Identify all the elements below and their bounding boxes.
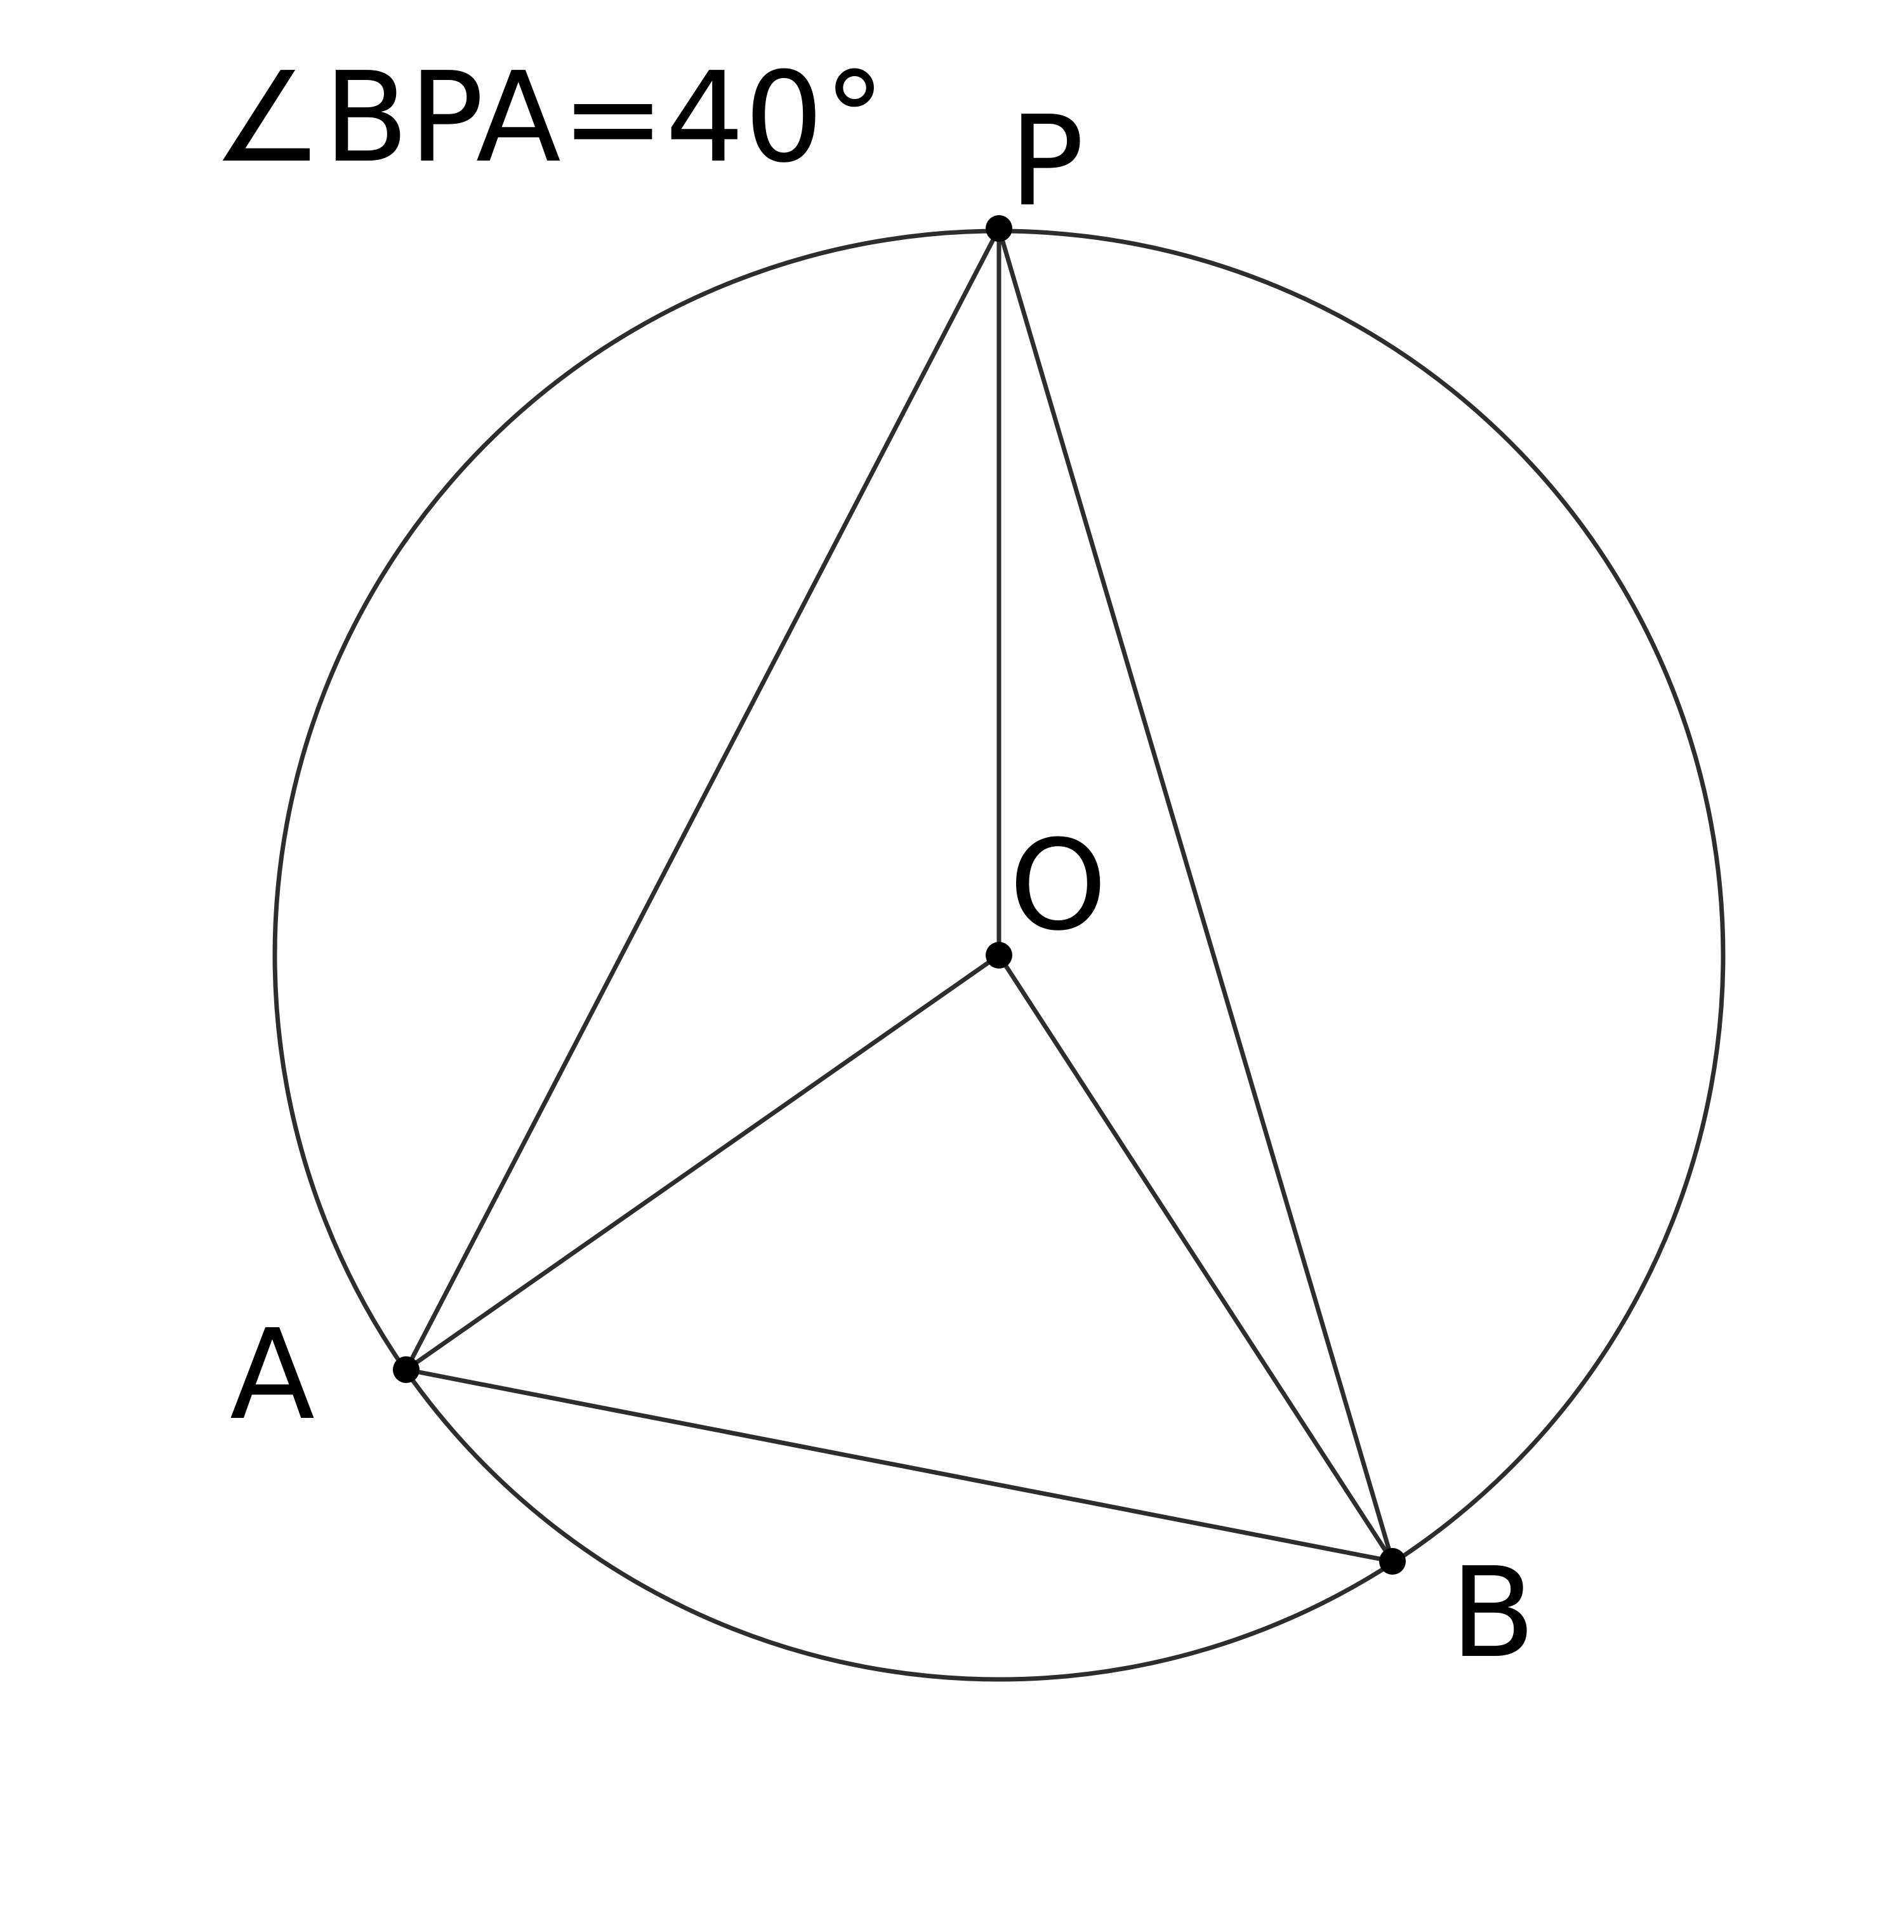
segment-OA	[404, 953, 1001, 1372]
point-O	[986, 942, 1012, 969]
label-O: O	[1009, 814, 1107, 958]
segment-PA	[404, 227, 1002, 1371]
segment-OB	[997, 954, 1394, 1563]
angle-annotation: ∠BPA=40°	[212, 46, 886, 190]
label-P: P	[1009, 89, 1084, 234]
label-A: A	[230, 1303, 315, 1448]
segment-AB	[406, 1367, 1393, 1564]
point-B	[1379, 1548, 1406, 1575]
point-P	[986, 215, 1012, 242]
point-A	[393, 1356, 420, 1383]
label-B: B	[1450, 1541, 1535, 1686]
segment-PB	[996, 228, 1395, 1562]
